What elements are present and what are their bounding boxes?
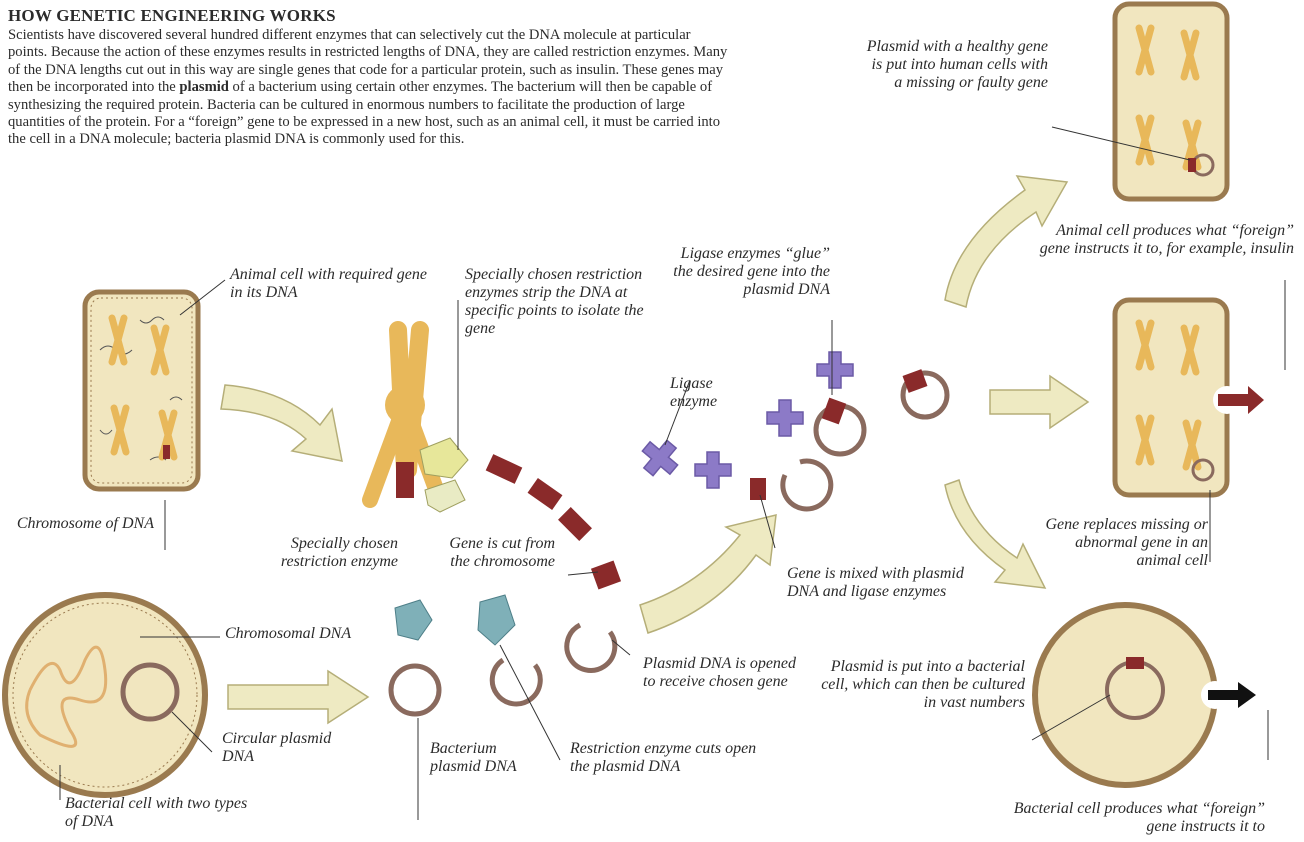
isolated-chromosome (370, 330, 468, 512)
restriction-enzyme-cutting-icon (478, 595, 515, 645)
label-chromosome-of-dna: Chromosome of DNA (2, 515, 154, 533)
label-ligase-glue: Ligase enzymes “glue” the desired gene i… (670, 245, 830, 299)
label-bacterial-cell-two-types: Bacterial cell with two types of DNA (65, 795, 255, 831)
label-gene-mixed: Gene is mixed with plasmid DNA and ligas… (787, 565, 977, 601)
label-restriction-cuts-open: Restriction enzyme cuts open the plasmid… (570, 740, 760, 776)
bacterial-cell-source (5, 595, 205, 795)
label-animal-cell-required-gene: Animal cell with required gene in its DN… (230, 266, 430, 302)
label-animal-cell-produces: Animal cell produces what “foreign” gene… (1030, 222, 1294, 258)
animal-cell-receiving (1115, 4, 1227, 199)
label-plasmid-into-bacterial: Plasmid is put into a bacterial cell, wh… (820, 658, 1025, 712)
label-gene-cut-from-chromosome: Gene is cut from the chromosome (440, 535, 555, 571)
label-bacterium-plasmid-dna: Bacterium plasmid DNA (430, 740, 520, 776)
label-gene-replaces: Gene replaces missing or abnormal gene i… (1030, 516, 1208, 570)
label-plasmid-healthy-gene: Plasmid with a healthy gene is put into … (860, 38, 1048, 92)
label-plasmid-opened: Plasmid DNA is opened to receive chosen … (643, 655, 808, 691)
label-bacterial-produces: Bacterial cell produces what “foreign” g… (990, 800, 1265, 836)
label-circular-plasmid-dna: Circular plasmid DNA (222, 730, 362, 766)
label-specially-chosen-enzymes-strip: Specially chosen restriction enzymes str… (465, 266, 655, 338)
bacterial-cell-producing (1035, 605, 1256, 785)
label-ligase-enzyme: Ligase enzyme (670, 375, 750, 411)
restriction-enzyme-icon (395, 600, 432, 640)
animal-cell-producing (1115, 300, 1264, 495)
label-chromosomal-dna: Chromosomal DNA (225, 625, 355, 643)
label-specially-chosen-enzyme: Specially chosen restriction enzyme (240, 535, 398, 571)
animal-cell-source (85, 292, 198, 489)
gene-piece-mixed (750, 478, 766, 500)
